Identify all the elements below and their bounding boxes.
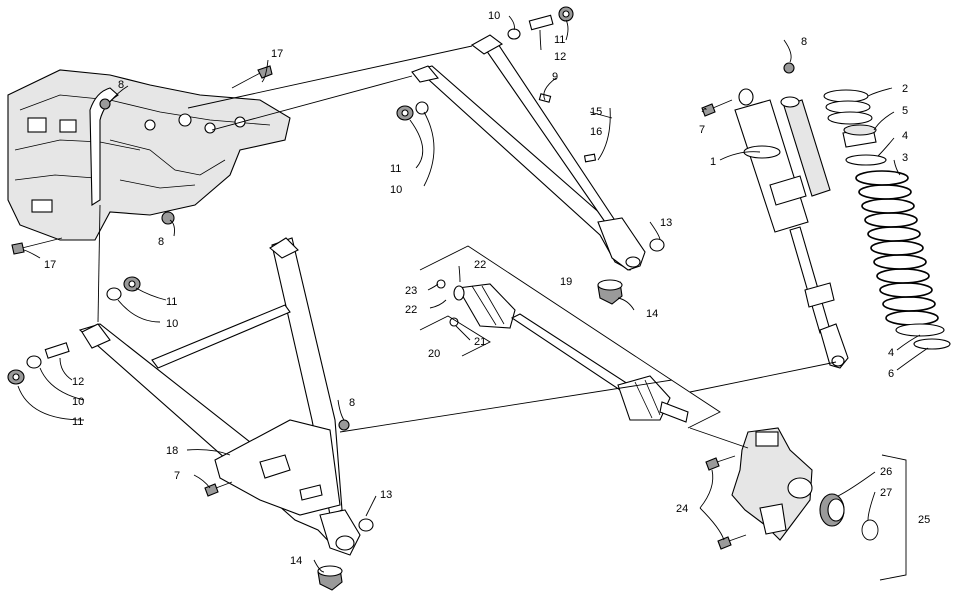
label-11-lower-upper: 11 — [166, 296, 177, 308]
nut-8-lower-arm — [338, 419, 350, 431]
label-7-shock: 7 — [699, 124, 705, 136]
bolt-24-lower — [717, 534, 747, 550]
shock-absorber — [734, 88, 849, 369]
upper-bushings-left — [396, 101, 429, 121]
bolt-7-shock — [701, 99, 733, 117]
label-8-shock: 8 — [801, 36, 807, 48]
label-5: 5 — [902, 105, 908, 117]
label-9: 9 — [552, 71, 558, 83]
label-10-top: 10 — [488, 10, 500, 22]
bracket-25 — [879, 454, 907, 581]
label-8-frame-upper: 8 — [118, 79, 124, 91]
label-6: 6 — [888, 368, 894, 380]
ball-joint-14-lower — [317, 565, 343, 591]
spring-stack — [823, 89, 951, 350]
label-10-lower-left: 10 — [72, 396, 84, 408]
bolt-24-upper — [705, 455, 736, 471]
label-12-lower: 12 — [72, 376, 84, 388]
frame-section — [7, 69, 291, 241]
label-16: 16 — [590, 126, 602, 138]
label-14-lower: 14 — [290, 555, 302, 567]
label-15: 15 — [590, 106, 602, 118]
lower-a-arm — [78, 237, 361, 556]
lower-bushings-upper — [106, 276, 141, 301]
bracket-20 — [419, 315, 491, 357]
label-18: 18 — [166, 445, 178, 457]
ball-joint-14-upper — [597, 279, 623, 305]
bolt-7-lower-arm — [204, 481, 233, 497]
label-22-mid: 22 — [405, 304, 417, 316]
label-4-top: 4 — [902, 130, 908, 142]
label-26: 26 — [880, 466, 892, 478]
label-13-lower: 13 — [380, 489, 392, 501]
label-17-lower: 17 — [44, 259, 56, 271]
main-coil-spring — [855, 170, 939, 326]
assembly-lines — [97, 45, 837, 449]
lower-bushings-left — [7, 342, 70, 385]
label-12-top: 12 — [554, 51, 566, 63]
upper-a-arm — [411, 34, 646, 271]
part-labels: 17 17 8 8 10 11 12 9 15 16 11 10 13 14 8… — [44, 10, 930, 567]
bolt-17-upper — [231, 65, 273, 89]
circlip-23 — [436, 279, 446, 289]
callout-leaders — [17, 15, 929, 573]
label-25: 25 — [918, 514, 930, 526]
bracket-19 — [419, 245, 721, 429]
label-11-upper-left: 11 — [390, 163, 401, 175]
label-10-lower-upper: 10 — [166, 318, 178, 330]
label-19: 19 — [560, 276, 572, 288]
label-3: 3 — [902, 152, 908, 164]
drive-axle — [453, 283, 689, 423]
label-23: 23 — [405, 285, 417, 297]
label-4-bottom: 4 — [888, 347, 894, 359]
label-10-upper-left: 10 — [390, 184, 402, 196]
label-2: 2 — [902, 83, 908, 95]
label-8-frame-lower: 8 — [158, 236, 164, 248]
label-20: 20 — [428, 348, 440, 360]
label-8-lower-arm: 8 — [349, 397, 355, 409]
label-7-lower-arm: 7 — [174, 470, 180, 482]
label-22-top: 22 — [474, 259, 486, 271]
label-13-upper: 13 — [660, 217, 672, 229]
circlip-13-upper — [649, 238, 665, 252]
steering-knuckle — [731, 427, 813, 541]
label-17-upper: 17 — [271, 48, 283, 60]
label-1: 1 — [710, 156, 716, 168]
nut-8-frame-upper — [99, 98, 111, 110]
label-11-lower-left: 11 — [72, 416, 83, 428]
wheel-bearing-26 — [819, 493, 845, 527]
label-24: 24 — [676, 503, 688, 515]
retaining-ring-27 — [861, 519, 879, 541]
bolt-17-lower — [11, 237, 63, 255]
circlip-13-lower — [358, 518, 374, 532]
label-21: 21 — [474, 336, 486, 348]
label-11-top: 11 — [554, 34, 565, 46]
label-14-upper: 14 — [646, 308, 658, 320]
nut-8-shock — [783, 62, 795, 74]
label-27: 27 — [880, 487, 892, 499]
